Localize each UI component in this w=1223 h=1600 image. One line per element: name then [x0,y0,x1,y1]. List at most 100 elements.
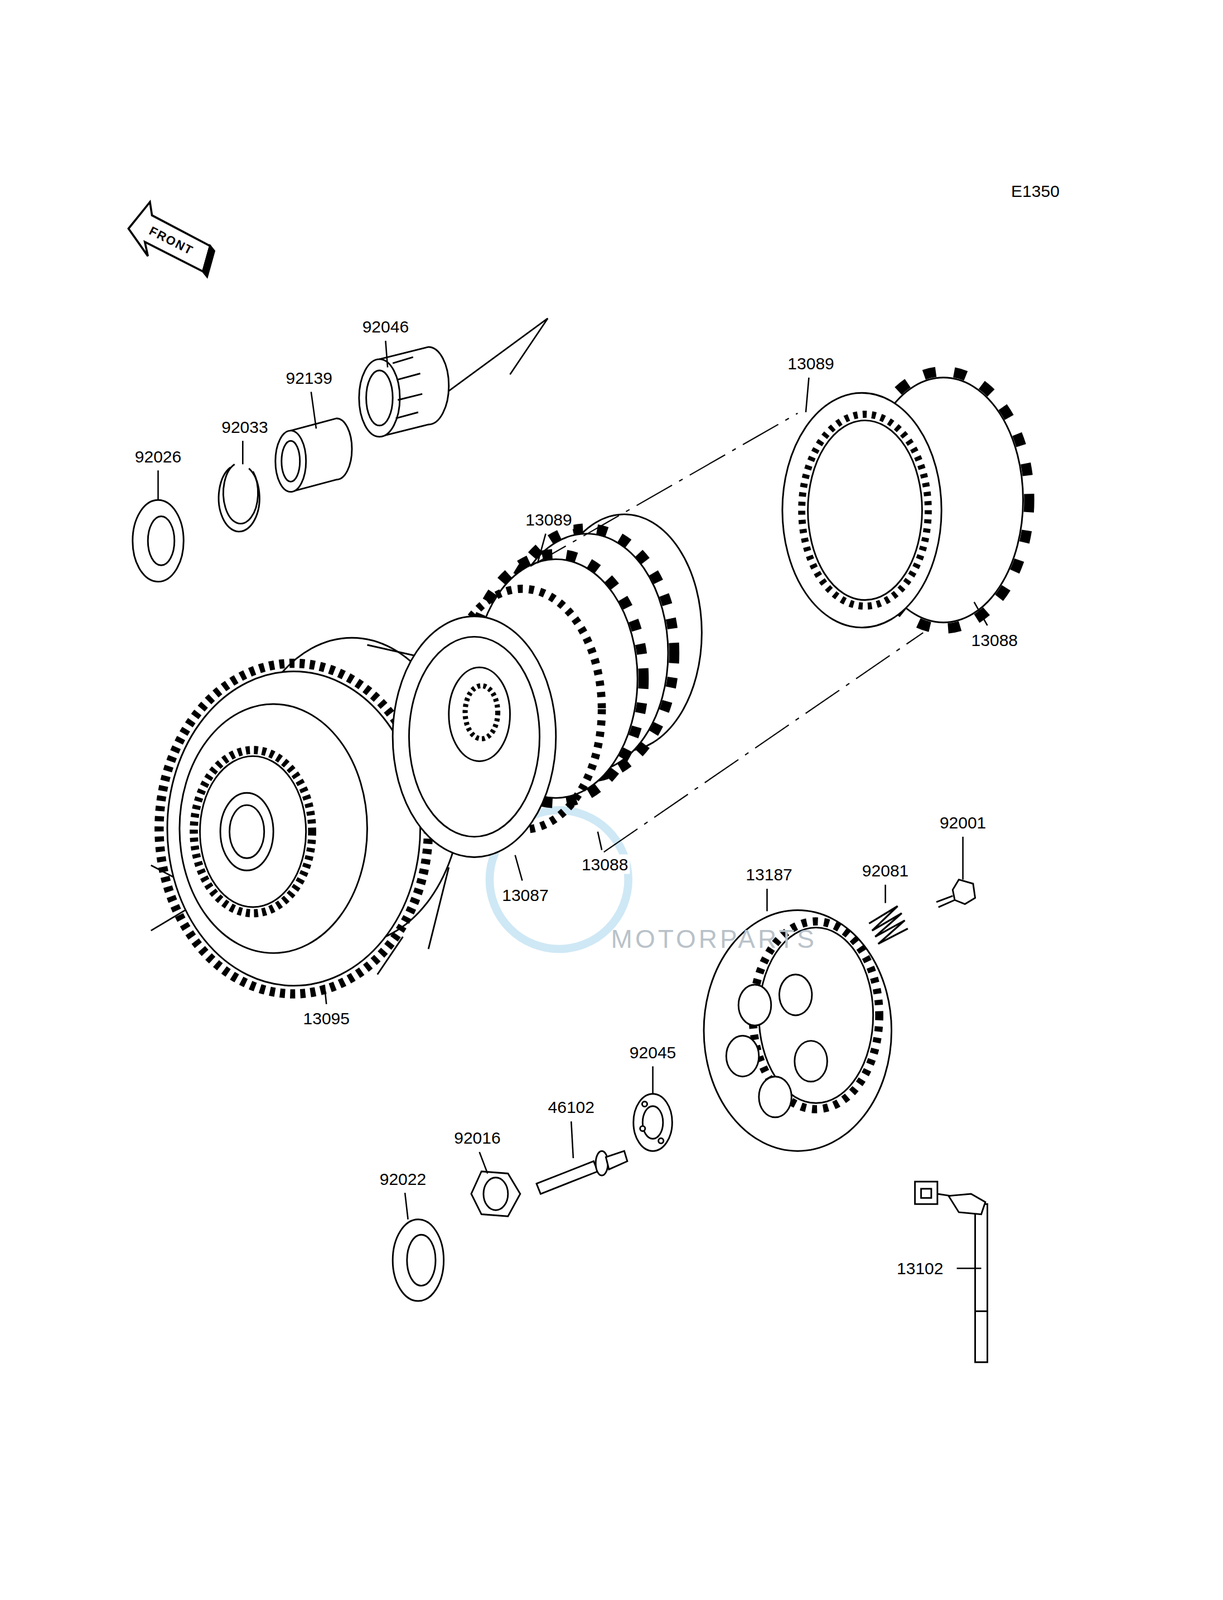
bolt-92001-part [938,899,955,907]
leader-lines-part [157,470,159,500]
callout-number: 92022 [378,1168,428,1188]
leader-lines-part [962,836,964,880]
release-shaft-13102-part [915,1181,938,1204]
break-line-part [444,318,548,394]
release-shaft-13102-part [948,1193,986,1215]
bearing-92045 [633,1093,673,1151]
leader-lines-part [242,440,244,464]
callout-number: 13087 [500,885,550,905]
leader-lines-part [597,831,602,850]
pressure-plate-13187-part [738,984,772,1026]
leader-lines-part [385,340,388,368]
needle-bearing-92046 [359,346,449,437]
spring-92081 [868,905,908,944]
front-arrow-part [202,245,215,277]
callout-number: 92001 [938,812,988,833]
clutch-hub-13087 [392,588,602,857]
bearing-92045-part [642,1105,664,1139]
leader-lines-part [479,1151,488,1173]
callout-number: 92016 [452,1127,502,1148]
pressure-plate-13187-part [726,1035,760,1077]
leader-lines-part [404,1192,408,1220]
callout-number: 13095 [301,1008,352,1028]
clutch-hub-13087-part [408,636,540,836]
plates-right-part [808,420,923,601]
callout-number: 13089 [785,353,836,374]
callout-number: 13088 [969,629,1020,650]
nut-92016-part [471,1171,521,1216]
pushrod-46102 [536,1150,628,1194]
dash-dot-lines [530,413,923,852]
leader-lines-part [766,888,768,911]
callout-number: 92026 [133,446,183,466]
leader-lines-part [515,854,523,881]
pushrod-46102-part [536,1160,598,1194]
leader-lines-part [571,1120,574,1158]
callout-number: 13102 [895,1258,945,1278]
clutch-hub-13087-part [448,666,511,761]
leader-lines-part [537,533,546,564]
leader-lines [157,340,988,1269]
plates-right-part [801,414,929,607]
circlip-92033 [218,463,260,532]
clutch-housing-13095-part [194,749,313,913]
leader-lines-part [956,1267,982,1269]
needle-bearing-92046-part [366,370,394,426]
code-label: E1350 [1009,181,1062,201]
release-shaft-13102-part [921,1188,932,1198]
callout-number: 13088 [579,854,630,874]
needle-bearing-92046-part [392,356,423,419]
callout-number: 46102 [546,1096,597,1117]
bolt-92001 [936,879,976,907]
circlip-92033-part [218,467,260,532]
callout-number: 13089 [523,509,574,529]
dash-dot-lines-part [530,413,798,567]
callout-number: 92033 [219,416,270,437]
leader-lines-part [805,377,809,413]
washer-92026-part [132,499,184,582]
clutch-hub-13087-part [392,616,557,858]
callout-number: 92045 [627,1041,678,1062]
front-arrow-text: FRONT [144,222,198,259]
front-arrow [128,201,215,277]
spring-92081-part [868,905,908,944]
pressure-plate-13187-part [759,1076,792,1118]
bolt-92001-part [952,879,975,905]
release-shaft-13102-part [937,1193,951,1196]
nut-92016-part [483,1177,509,1211]
callout-number: 92139 [283,367,334,388]
clutch-housing-13095-part [179,703,368,953]
release-shaft-13102-part [975,1203,988,1362]
callout-number: 92081 [860,860,911,881]
watermark: MOTORPARTS [609,923,819,954]
dash-dot-lines-part [603,632,923,852]
pushrod-46102-part [595,1150,608,1176]
washer-92026-part [147,516,175,566]
washer-92026 [132,499,184,582]
callout-number: 92046 [360,316,411,337]
leader-lines-part [311,391,317,429]
collar-92139-part [281,440,301,482]
washer-92022-part [407,1234,436,1285]
pressure-plate-13187-part [794,1040,828,1082]
front-arrow-part [128,201,210,272]
release-shaft-13102-part [975,1309,988,1312]
washer-92022 [392,1219,444,1301]
leader-lines-part [884,884,887,903]
needle-bearing-92046-part [359,359,400,437]
pressure-plate-13187-part [779,974,812,1015]
leader-lines-part [974,601,988,626]
bearing-92045-part [641,1100,647,1106]
clutch-housing-13095-part [229,804,265,858]
washer-92022-part [392,1219,444,1301]
collar-92139 [275,418,352,492]
clutch-housing-13095-part [220,792,274,870]
leader-lines-part [651,1065,654,1094]
clutch-hub-13087-part [465,685,499,739]
bearing-92045-part [633,1093,673,1151]
clutch-housing-13095-part [167,671,421,986]
bearing-92045-part [640,1125,646,1131]
clutch-housing-13095-part [158,663,429,994]
pushrod-46102-part [605,1150,627,1169]
